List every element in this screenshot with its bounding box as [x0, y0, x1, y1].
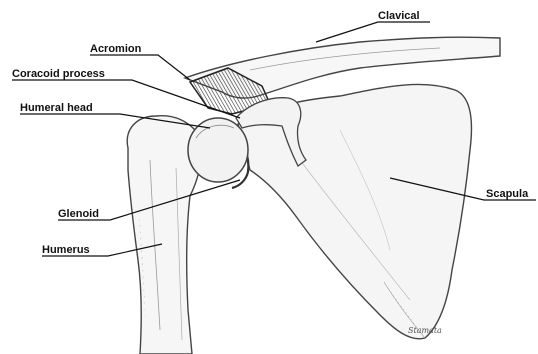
label-clavical: Clavical — [378, 10, 420, 22]
label-glenoid: Glenoid — [58, 208, 99, 220]
label-coracoid-process: Coracoid process — [12, 68, 105, 80]
artist-signature: Stamata — [408, 326, 442, 335]
label-scapula: Scapula — [486, 188, 528, 200]
acromion-leader — [90, 55, 190, 80]
label-humerus: Humerus — [42, 244, 90, 256]
label-acromion: Acromion — [90, 43, 141, 55]
humeral-head-bone — [188, 118, 248, 182]
label-humeral-head: Humeral head — [20, 102, 93, 114]
